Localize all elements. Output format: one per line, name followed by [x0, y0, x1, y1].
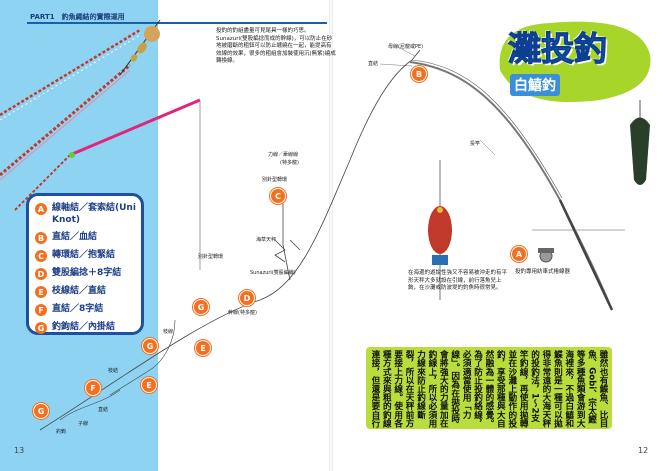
- label-direct: 直結: [368, 61, 379, 67]
- body-text-box: [366, 347, 612, 429]
- label-sinker: 海草天秤: [256, 237, 277, 243]
- label-rod: 投竿: [470, 141, 481, 147]
- point-f: F: [85, 380, 101, 396]
- label-swivel: 別針型轉環: [262, 177, 288, 183]
- point-c: C: [270, 188, 286, 204]
- point-g-2: G: [142, 338, 158, 354]
- point-d: D: [239, 290, 255, 306]
- braided-lines: [0, 28, 201, 270]
- point-e-1: E: [195, 340, 211, 356]
- page-subtitle: 白鱚釣: [510, 74, 560, 96]
- page-number-left: 13: [14, 446, 25, 455]
- header-rule: [27, 22, 327, 24]
- label-leader: 枝結: [108, 368, 119, 374]
- label-trunk: 幹線(特多龍): [228, 310, 257, 316]
- label-reel: 投釣專用紡車式捲線器: [515, 269, 571, 275]
- label-hook: 釣鉤: [56, 429, 67, 435]
- part-header: PART1 釣魚繩結的實際運用: [30, 13, 125, 21]
- point-g-3: G: [33, 403, 49, 419]
- label-force-line: 力線／牽線線: [268, 152, 299, 158]
- note-float: 在海邊的遊說性強又不容易被沖走的有平形天秤大多就設在引線，前行落魚兒上鉤，在沙灘…: [408, 270, 508, 291]
- note-top: 投釣的釣組盡量可見尾具一樣的巧思。Sunazuri(雙股編捻而成的幹線)，可以防…: [216, 28, 336, 64]
- point-b: B: [411, 66, 427, 82]
- sinker-right: [630, 100, 650, 185]
- rig-line: [39, 49, 421, 431]
- page-title: 灘投釣: [508, 29, 608, 69]
- page-spine: [329, 0, 333, 471]
- label-branch: 枝線: [163, 329, 174, 335]
- reel: [538, 248, 554, 263]
- swivel-top: [69, 19, 161, 158]
- point-e-2: E: [141, 377, 157, 393]
- page-number-right: 12: [638, 446, 649, 455]
- label-swivel-2: 別針型轉環: [198, 254, 224, 260]
- label-main-line: 母線(尼龍或PE): [388, 44, 424, 50]
- point-a: A: [511, 246, 527, 262]
- label-direct-2: 直結: [98, 407, 109, 413]
- point-g-1: G: [193, 299, 209, 315]
- spring-sinker: [274, 239, 286, 263]
- body-text: 雖然也有鰈魚、比目魚、Gobi、宗太鰹等多種魚類會游到大海裡來，不過白鱚和鰈魚則…: [372, 350, 608, 428]
- label-sunazuri: Sunazuri(雙股編織): [250, 270, 296, 276]
- label-force-line-sub: (特多龍): [280, 160, 299, 166]
- float: [428, 160, 452, 300]
- fishing-rod: [409, 59, 625, 311]
- leader-lines: [379, 45, 496, 156]
- label-child-line: 子線: [78, 421, 89, 427]
